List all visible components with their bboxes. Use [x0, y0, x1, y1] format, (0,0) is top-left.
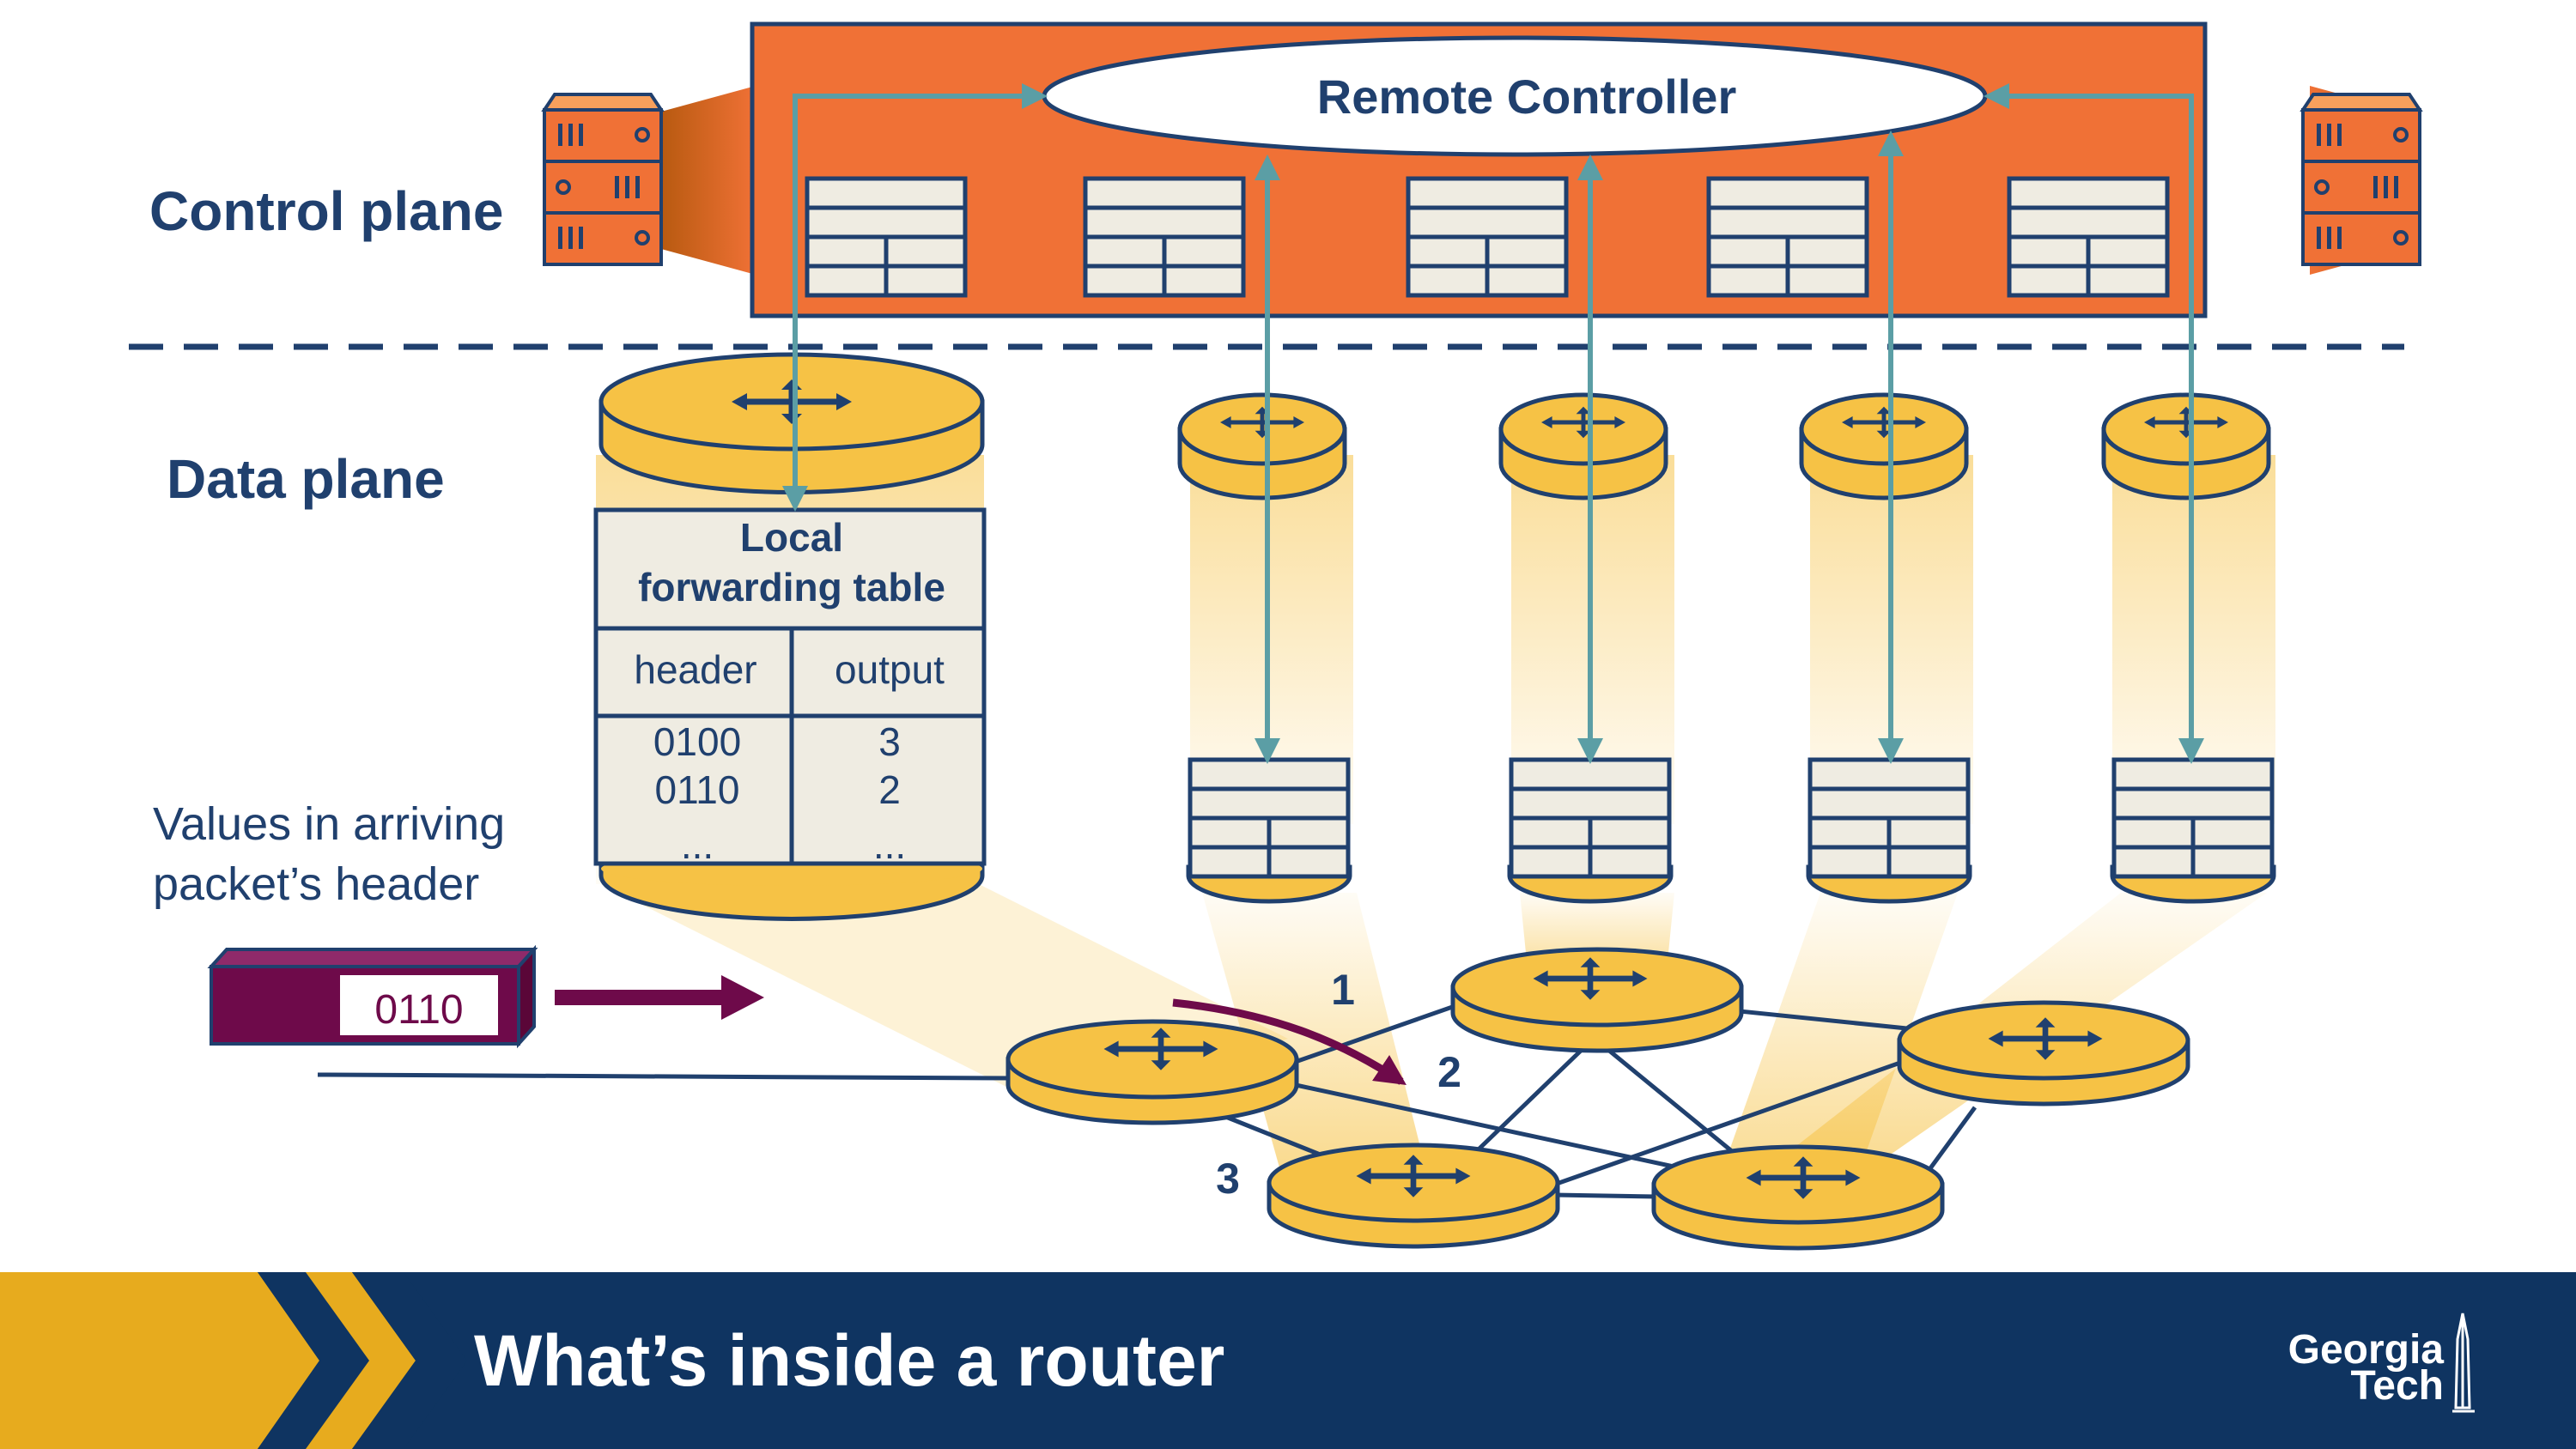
right-server-icon — [2301, 93, 2421, 266]
data-table-4 — [2114, 760, 2272, 876]
table-row-2-output: 2 — [878, 767, 901, 812]
small-router-3 — [1799, 392, 1969, 500]
table-row-2-header: 0110 — [655, 767, 740, 812]
network-routers — [1005, 947, 2190, 1251]
logo-line2: Tech — [2351, 1363, 2444, 1409]
table-col-header: header — [634, 647, 756, 692]
data-table-1 — [1190, 760, 1348, 876]
local-forwarding-table: Local forwarding table header output 010… — [593, 507, 987, 921]
controller-table-5 — [2009, 179, 2167, 295]
remote-controller-label: Remote Controller — [1317, 70, 1737, 124]
network-router-top — [1450, 947, 1744, 1053]
table-row-3-header: ... — [681, 822, 714, 867]
table-title-line1: Local — [740, 515, 843, 560]
table-title-line2: forwarding table — [638, 565, 945, 609]
packet-icon: 0110 — [207, 944, 538, 1049]
controller-links — [782, 83, 2204, 764]
controller-table-3 — [1408, 179, 1566, 295]
packet-caption-line1: Values in arriving — [153, 798, 505, 850]
small-router-1 — [1177, 392, 1347, 500]
forwarding-arrow — [1172, 998, 1406, 1085]
small-router-4 — [2101, 392, 2271, 500]
control-plane-label: Control plane — [149, 180, 503, 242]
data-table-2 — [1511, 760, 1669, 876]
packet-caption-line2: packet’s header — [153, 858, 479, 910]
table-row-1-header: 0100 — [653, 719, 741, 764]
port-label-1: 1 — [1331, 966, 1355, 1014]
data-table-3 — [1810, 760, 1968, 876]
packet-value: 0110 — [374, 987, 463, 1033]
port-label-3: 3 — [1216, 1155, 1240, 1203]
georgia-tech-logo: Georgia Tech — [2288, 1313, 2475, 1413]
logo-line1: Georgia — [2288, 1327, 2445, 1373]
network-router-right — [1897, 1000, 2190, 1106]
table-row-3-output: ... — [873, 822, 906, 867]
left-server-beam — [661, 86, 756, 275]
slide-title: What’s inside a router — [474, 1320, 1224, 1401]
network-router-bottom-left — [1267, 1143, 1560, 1249]
top-router-icon — [598, 352, 985, 494]
controller-table-2 — [1085, 179, 1243, 295]
tower-icon — [2452, 1313, 2475, 1413]
controller-table-1 — [807, 179, 965, 295]
data-plane-label: Data plane — [167, 448, 445, 510]
data-plane-tables — [1186, 760, 2276, 904]
network-router-bottom-right — [1651, 1144, 1945, 1251]
port-label-2: 2 — [1437, 1048, 1461, 1096]
network-router-main — [1005, 1019, 1299, 1125]
packet-arrow — [555, 975, 764, 1020]
controller-table-4 — [1709, 179, 1867, 295]
table-row-1-output: 3 — [878, 719, 901, 764]
left-server-icon — [543, 93, 663, 266]
table-col-output: output — [835, 647, 945, 692]
small-router-2 — [1498, 392, 1668, 500]
footer-banner — [0, 1272, 2576, 1449]
